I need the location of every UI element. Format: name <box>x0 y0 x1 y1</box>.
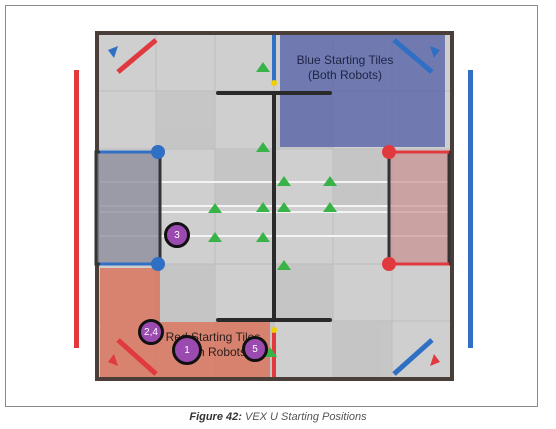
robot-position-3: 3 <box>164 222 190 248</box>
goal-post-blue-2 <box>151 257 165 271</box>
robot-position-5: 5 <box>242 336 268 362</box>
yellow-marker-top <box>271 80 277 86</box>
corner-triangle-bl <box>108 354 118 366</box>
red-goal <box>94 150 162 266</box>
corner-triangle-tl <box>108 46 118 58</box>
figure-caption: Figure 42: VEX U Starting Positions <box>0 411 556 423</box>
blue-label-line1: Blue Starting Tiles <box>296 53 394 67</box>
corner-bar-bl <box>116 338 158 376</box>
robot-position-1: 1 <box>172 335 202 365</box>
blue-label-line2: (Both Robots) <box>307 68 383 82</box>
yellow-marker-bottom <box>271 327 277 333</box>
caption-text: VEX U Starting Positions <box>244 411 367 423</box>
blue-goal <box>387 150 451 266</box>
corner-bar-tr <box>392 38 434 74</box>
blue-starting-tiles-label: Blue Starting Tiles (Both Robots) <box>280 53 410 83</box>
center-barrier <box>216 91 332 322</box>
goal-post-red-1 <box>382 145 396 159</box>
corner-bar-br <box>392 338 434 376</box>
corner-bar-tl <box>116 38 158 74</box>
blue-alliance-line <box>468 70 473 348</box>
red-starting-tiles <box>100 268 270 377</box>
red-alliance-line <box>74 70 79 348</box>
corner-triangle-br <box>430 354 440 366</box>
caption-prefix: Figure 42: <box>189 411 242 423</box>
corner-triangle-tr <box>430 46 440 58</box>
goal-post-blue-1 <box>151 145 165 159</box>
robot-position-2-4: 2,4 <box>138 319 164 345</box>
goal-post-red-2 <box>382 257 396 271</box>
